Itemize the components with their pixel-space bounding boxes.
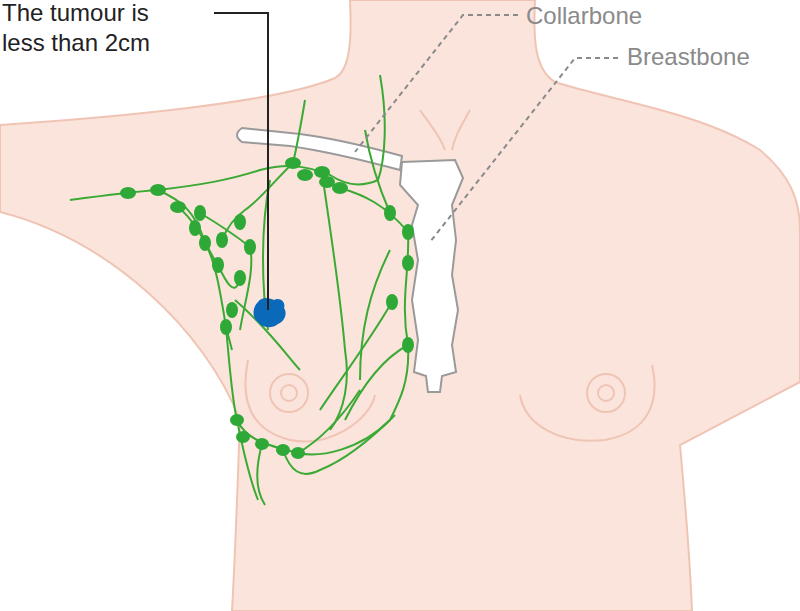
- leader-line: [214, 13, 268, 310]
- nipple: [270, 374, 308, 412]
- leader-line: [430, 58, 618, 242]
- breast-outline: [520, 365, 655, 441]
- lymph-vessels: [70, 75, 408, 505]
- collarbone: [237, 128, 402, 170]
- tumour: [254, 298, 286, 327]
- part-label: Collarbone: [526, 1, 796, 31]
- nipple: [598, 385, 614, 401]
- part-label: Breastbone: [627, 42, 797, 72]
- leader-line: [355, 15, 518, 152]
- neck-line: [420, 110, 470, 150]
- breastbone: [400, 160, 463, 392]
- nipple: [587, 374, 625, 412]
- callout-label: The tumour is less than 2cm: [2, 0, 182, 58]
- nipple: [281, 385, 297, 401]
